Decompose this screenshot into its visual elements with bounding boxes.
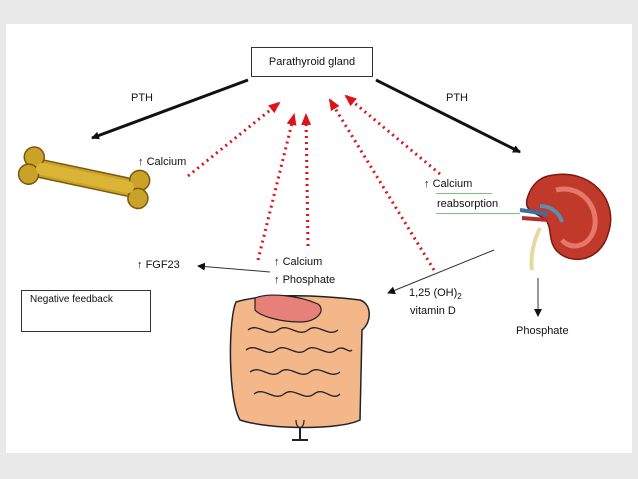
feedback-kidney [344, 94, 441, 176]
underline [436, 213, 520, 214]
black-arrows [91, 78, 542, 317]
kidney-calcium-label: ↑ Calcium [424, 178, 472, 191]
vitamin-d-formula-text: 1,25 (OH) [409, 287, 458, 299]
gut-phosphate-label: ↑ Phosphate [274, 274, 335, 287]
feedback-gut-center [301, 113, 312, 247]
feedback-arrows [30, 94, 441, 319]
legend-box: Negative feedback [21, 290, 151, 332]
pth-label-right: PTH [446, 92, 468, 104]
feedback-vitd [328, 98, 436, 271]
gut-to-fgf23-arrow [197, 262, 271, 273]
up-arrow-icon: ↑ [424, 178, 430, 190]
pth-label-left: PTH [131, 92, 153, 104]
up-arrow-icon: ↑ [137, 259, 143, 271]
feedback-bone [187, 101, 281, 178]
underline [436, 193, 492, 194]
intestine-icon [229, 294, 370, 441]
kidney-calcium-text: Calcium [432, 178, 473, 190]
up-arrow-icon: ↑ [274, 274, 280, 286]
vitamin-d-subscript: 2 [457, 292, 462, 302]
parathyroid-gland-node: Parathyroid gland [251, 47, 373, 77]
fgf23-label: ↑ FGF23 [137, 259, 180, 272]
bone-calcium-label: ↑ Calcium [138, 156, 186, 169]
vitamin-d-formula: 1,25 (OH)2 [409, 287, 462, 303]
pth-arrow-bone [91, 78, 249, 140]
pth-arrow-kidney [375, 78, 521, 154]
gut-calcium-label: ↑ Calcium [274, 256, 322, 269]
feedback-gut-left [256, 113, 297, 261]
legend-title: Negative feedback [30, 294, 113, 305]
bone-calcium-text: Calcium [146, 156, 187, 168]
fgf23-text: FGF23 [145, 259, 180, 271]
up-arrow-icon: ↑ [138, 156, 144, 168]
kidney-reabsorption-text: reabsorption [437, 198, 499, 210]
vitamin-d-label: vitamin D [410, 305, 456, 317]
kidney-to-vitd-arrow [387, 249, 495, 295]
up-arrow-icon: ↑ [274, 256, 280, 268]
gut-phosphate-text: Phosphate [282, 274, 336, 286]
kidney-icon [519, 173, 612, 271]
bone-icon [17, 146, 151, 210]
gut-calcium-text: Calcium [282, 256, 323, 268]
kidney-phosphate-label: Phosphate [516, 325, 569, 337]
